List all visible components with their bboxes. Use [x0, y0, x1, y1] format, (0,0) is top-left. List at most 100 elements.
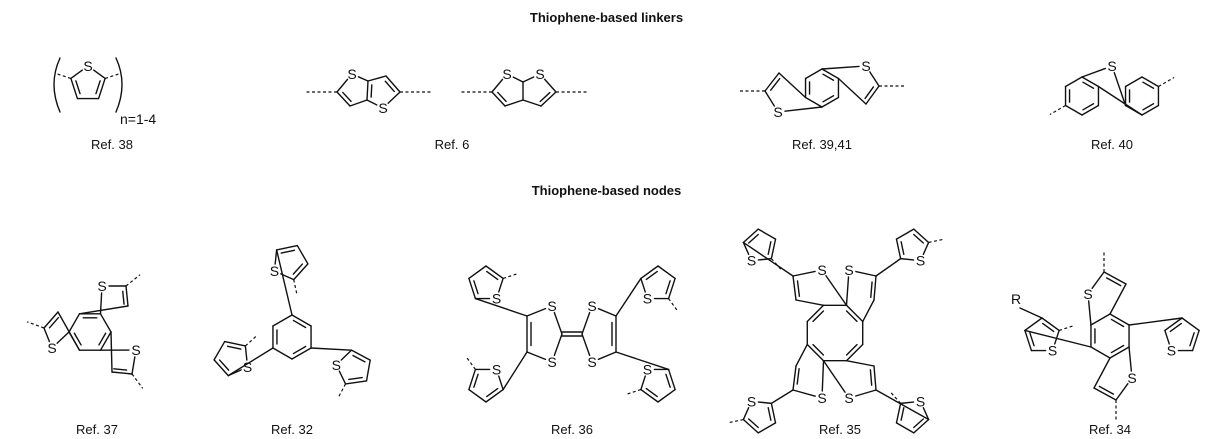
- bond: [99, 313, 112, 333]
- open-bond: [26, 321, 45, 329]
- bond: [213, 359, 229, 377]
- bond: [486, 387, 499, 398]
- bond: [43, 327, 51, 343]
- bond: [522, 76, 535, 83]
- bond: [899, 257, 915, 261]
- sulfur-atom-label: S: [535, 66, 544, 82]
- bond: [645, 387, 658, 398]
- open-bond: [502, 272, 519, 280]
- bond: [795, 343, 808, 367]
- bond: [342, 91, 352, 103]
- bond: [792, 365, 797, 391]
- bond: [640, 277, 646, 293]
- bond: [825, 275, 848, 306]
- bond: [862, 299, 875, 323]
- bond: [468, 265, 487, 280]
- bond: [1142, 103, 1155, 111]
- bond: [1169, 322, 1182, 333]
- bond: [110, 331, 113, 373]
- bond: [1103, 271, 1127, 285]
- bond: [122, 290, 125, 305]
- bond: [280, 249, 296, 254]
- bond: [770, 402, 777, 424]
- bond: [757, 422, 777, 434]
- bond: [78, 305, 129, 315]
- bond: [821, 360, 825, 392]
- bond: [125, 285, 129, 307]
- bond: [665, 280, 671, 295]
- bond: [485, 265, 504, 280]
- bond: [75, 80, 81, 95]
- open-bond: [104, 73, 119, 80]
- bond: [512, 76, 524, 83]
- bond: [1093, 387, 1117, 401]
- bond: [742, 418, 759, 434]
- bond: [913, 233, 924, 244]
- bond: [742, 228, 759, 244]
- ref-label-node-2: Ref. 32: [271, 422, 313, 437]
- bond: [48, 316, 60, 329]
- bond: [1090, 313, 1111, 326]
- bond: [865, 85, 880, 105]
- open-bond: [57, 73, 72, 80]
- ref-label-linker-4: Ref. 40: [1091, 137, 1133, 152]
- bond: [769, 77, 781, 91]
- bond: [473, 373, 479, 388]
- sulfur-atom-label: S: [547, 354, 556, 370]
- bond: [597, 307, 617, 317]
- right-bracket: [115, 57, 123, 113]
- bond: [57, 311, 81, 351]
- ref-label-linker-1: Ref. 38: [91, 137, 133, 152]
- bond: [665, 373, 671, 388]
- sulfur-atom-label: S: [332, 357, 341, 373]
- sulfur-atom-label: S: [378, 100, 387, 116]
- r-substituent-label: R: [1011, 291, 1021, 307]
- bond: [473, 280, 479, 295]
- bond: [1029, 332, 1035, 347]
- bond: [468, 277, 477, 300]
- bond: [70, 77, 79, 100]
- bond: [1181, 317, 1200, 332]
- open-bond: [1049, 104, 1066, 116]
- bond: [806, 343, 825, 362]
- bond: [293, 263, 309, 281]
- bond: [99, 331, 112, 351]
- bond: [875, 257, 902, 277]
- bond: [526, 351, 547, 361]
- bond: [895, 228, 915, 240]
- open-bond: [465, 356, 476, 370]
- bond: [540, 91, 557, 107]
- bond: [1109, 346, 1130, 359]
- nodes-section-title: Thiophene-based nodes: [531, 183, 682, 198]
- bond: [310, 347, 353, 351]
- bond: [845, 304, 864, 323]
- bond: [795, 299, 825, 306]
- bond: [226, 345, 242, 350]
- bond: [292, 263, 304, 275]
- bond: [806, 304, 825, 323]
- sulfur-atom-label: S: [916, 253, 925, 269]
- bond: [792, 389, 816, 397]
- bond: [111, 371, 133, 375]
- sulfur-atom-label: S: [243, 359, 252, 375]
- bond: [875, 389, 930, 421]
- bond: [73, 332, 82, 346]
- sulfur-atom-label: S: [97, 278, 106, 294]
- bond: [1024, 329, 1033, 352]
- bond: [1141, 104, 1160, 116]
- open-bond: [727, 418, 744, 424]
- open-bond: [668, 298, 679, 312]
- bond: [491, 91, 506, 107]
- bond: [387, 91, 401, 104]
- bond: [657, 388, 676, 403]
- bond: [497, 91, 507, 103]
- sulfur-atom-label: S: [1048, 343, 1057, 359]
- sulfur-atom-label: S: [83, 58, 92, 74]
- bond: [291, 347, 312, 360]
- bond: [1105, 277, 1122, 287]
- bond: [1087, 300, 1092, 326]
- bond: [272, 314, 293, 327]
